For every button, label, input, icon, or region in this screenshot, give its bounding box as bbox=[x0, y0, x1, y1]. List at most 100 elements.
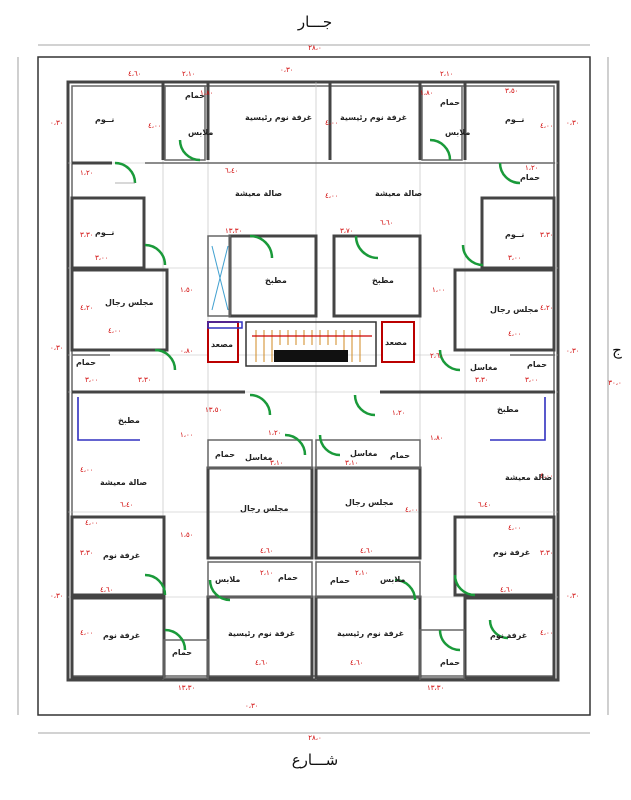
dim-a3: ٢،١٠ bbox=[440, 70, 454, 78]
dim-a37: ١،٨٠ bbox=[430, 434, 444, 442]
room-bath-tr: حمام bbox=[440, 98, 460, 107]
room-majlis-low-r: مجلس رجال bbox=[345, 498, 393, 508]
dim-a13: ٦،٦٠ bbox=[380, 219, 394, 227]
room-living-top-r: صالة معيشة bbox=[375, 189, 422, 198]
room-bath-low2-l: حمام bbox=[278, 573, 298, 582]
room-master-br: غرفة نوم رئيسية bbox=[337, 629, 404, 638]
dim-a12: ٦،٤٠ bbox=[225, 167, 239, 175]
room-bath-bl: حمام bbox=[172, 648, 192, 657]
dim-a54: ٤،٠٠ bbox=[80, 629, 94, 637]
dim-edge-top: ٠،٣٠ bbox=[280, 66, 294, 74]
dim-edge-1: ٠،٣٠ bbox=[50, 119, 64, 127]
dim-a18: ٣،٣٠ bbox=[540, 231, 554, 239]
dim-a41: ٤،٠٠ bbox=[540, 472, 554, 480]
dim-a25: ٤،٠٠ bbox=[108, 327, 122, 335]
dim-overall-top: ٢٨،٠ bbox=[308, 44, 322, 52]
room-bath-mr: حمام bbox=[527, 360, 547, 369]
dim-a43: ٦،٤٠ bbox=[478, 501, 492, 509]
dim-a27: ٠،٨٠ bbox=[180, 347, 194, 355]
dim-a60: ٢،١٠ bbox=[260, 569, 274, 577]
dim-edge-3: ٠،٣٠ bbox=[50, 344, 64, 352]
staircase bbox=[252, 330, 372, 362]
room-majlis-top-l: مجلس رجال bbox=[105, 298, 153, 308]
dim-a14: ١٣،٣٠ bbox=[225, 227, 242, 235]
room-bedroom-tl: نــوم bbox=[95, 115, 114, 124]
room-kitchen-low-l: مطبخ bbox=[118, 416, 140, 425]
room-elevator-l: مصعد bbox=[211, 340, 233, 349]
dim-a38: ٣،١٠ bbox=[270, 459, 284, 467]
elevator-frame bbox=[207, 321, 243, 329]
room-bath-br: حمام bbox=[440, 658, 460, 667]
dim-a53: ٤،٦٠ bbox=[500, 586, 514, 594]
dim-a9: ١،٨٠ bbox=[420, 89, 434, 97]
room-bath-low-l: حمام bbox=[215, 450, 235, 459]
dim-a59: ١٣،٣٠ bbox=[427, 684, 444, 692]
dim-a34: ١،٢٠ bbox=[392, 409, 406, 417]
room-dressing-tl: ملابس bbox=[188, 128, 213, 138]
room-majlis-low-l: مجلس رجال bbox=[240, 504, 288, 514]
room-bath-low2-r: حمام bbox=[330, 576, 350, 585]
dim-a40: ٤،٠٠ bbox=[80, 466, 94, 474]
room-dressing-low-r: ملابس bbox=[380, 575, 405, 585]
room-master-tl: غرفة نوم رئيسية bbox=[245, 113, 312, 122]
dim-overall-bottom: ٢٨،٠ bbox=[308, 734, 322, 742]
room-bath-tl: حمام bbox=[185, 91, 205, 100]
room-kitchen-top-l: مطبخ bbox=[265, 276, 287, 285]
room-bedroom2-ml: غرفة نوم bbox=[103, 551, 140, 560]
room-living-low-l: صالة معيشة bbox=[100, 478, 147, 487]
kitchen-counter-right bbox=[490, 397, 546, 441]
dim-a23: ٤،٢٠ bbox=[80, 304, 94, 312]
dim-a11: ١،٢٠ bbox=[525, 164, 539, 172]
dim-a42: ٦،٤٠ bbox=[120, 501, 134, 509]
dim-a2: ٢،١٠ bbox=[182, 70, 196, 78]
dim-a8: ١،٨٠ bbox=[200, 89, 214, 97]
room-living-top-l: صالة معيشة bbox=[235, 189, 282, 198]
dim-a49: ٤،٠٠ bbox=[508, 524, 522, 532]
dim-a22: ١،٠٠ bbox=[432, 286, 446, 294]
dim-a36: ١،٢٠ bbox=[268, 429, 282, 437]
street-label: شـــارع bbox=[292, 751, 339, 769]
dim-a35: ١،٠٠ bbox=[180, 431, 194, 439]
room-bedroom2-br: غرفة نوم bbox=[490, 631, 527, 640]
room-bath-ml: حمام bbox=[76, 358, 96, 367]
dim-a39: ٣،١٠ bbox=[345, 459, 359, 467]
dim-a19: ٣،٠٠ bbox=[95, 254, 109, 262]
kitchen-counter-left bbox=[77, 397, 140, 441]
neighbor-label: جـــار bbox=[297, 13, 332, 31]
dim-a16: ٤،٠٠ bbox=[325, 192, 339, 200]
room-bath-low-r: حمام bbox=[390, 451, 410, 460]
dim-a55: ٤،٠٠ bbox=[540, 629, 554, 637]
dim-a50: ٣،٣٠ bbox=[80, 549, 94, 557]
dim-a21: ١،٥٠ bbox=[180, 286, 194, 294]
dim-a15: ٣،٧٠ bbox=[340, 227, 354, 235]
room-bedroom-ml: نــوم bbox=[95, 228, 114, 237]
room-sinks-mr: مغاسل bbox=[470, 363, 498, 372]
room-kitchen-top-r: مطبخ bbox=[372, 276, 394, 285]
dim-a51: ٣،٣٠ bbox=[540, 549, 554, 557]
room-master-tr: غرفة نوم رئيسية bbox=[340, 113, 407, 122]
room-dressing-tr: ملابس bbox=[445, 128, 470, 138]
dim-a5: ٤،٠٠ bbox=[325, 119, 339, 127]
dim-edge-2: ٠،٣٠ bbox=[566, 119, 580, 127]
dim-a58: ١٣،٣٠ bbox=[178, 684, 195, 692]
dim-a48: ٤،٠٠ bbox=[85, 519, 99, 527]
room-majlis-top-r: مجلس رجال bbox=[490, 305, 538, 315]
dim-a57: ٤،٦٠ bbox=[350, 659, 364, 667]
dim-edge-4: ٠،٣٠ bbox=[566, 347, 580, 355]
dim-a20: ٣،٠٠ bbox=[508, 254, 522, 262]
dim-a4: ٣،٥٠ bbox=[505, 87, 519, 95]
building-outline bbox=[66, 80, 560, 682]
plot-boundary bbox=[37, 56, 591, 716]
interior-walls bbox=[70, 82, 556, 680]
dim-a47: ٤،٠٠ bbox=[405, 506, 419, 514]
dim-a6: ٤،٠٠ bbox=[148, 122, 162, 130]
dim-edge-5: ٠،٣٠ bbox=[50, 592, 64, 600]
dim-a30: ٣،٣٠ bbox=[138, 376, 152, 384]
side-label: ج bbox=[612, 341, 622, 360]
room-bedroom2-mr: غرفة نوم bbox=[493, 548, 530, 557]
room-sinks-low-l: مغاسل bbox=[245, 453, 273, 462]
room-living-low-r: صالة معيشة bbox=[505, 473, 552, 482]
dim-a26: ٤،٠٠ bbox=[508, 330, 522, 338]
room-sinks-low-r: مغاسل bbox=[350, 449, 378, 458]
